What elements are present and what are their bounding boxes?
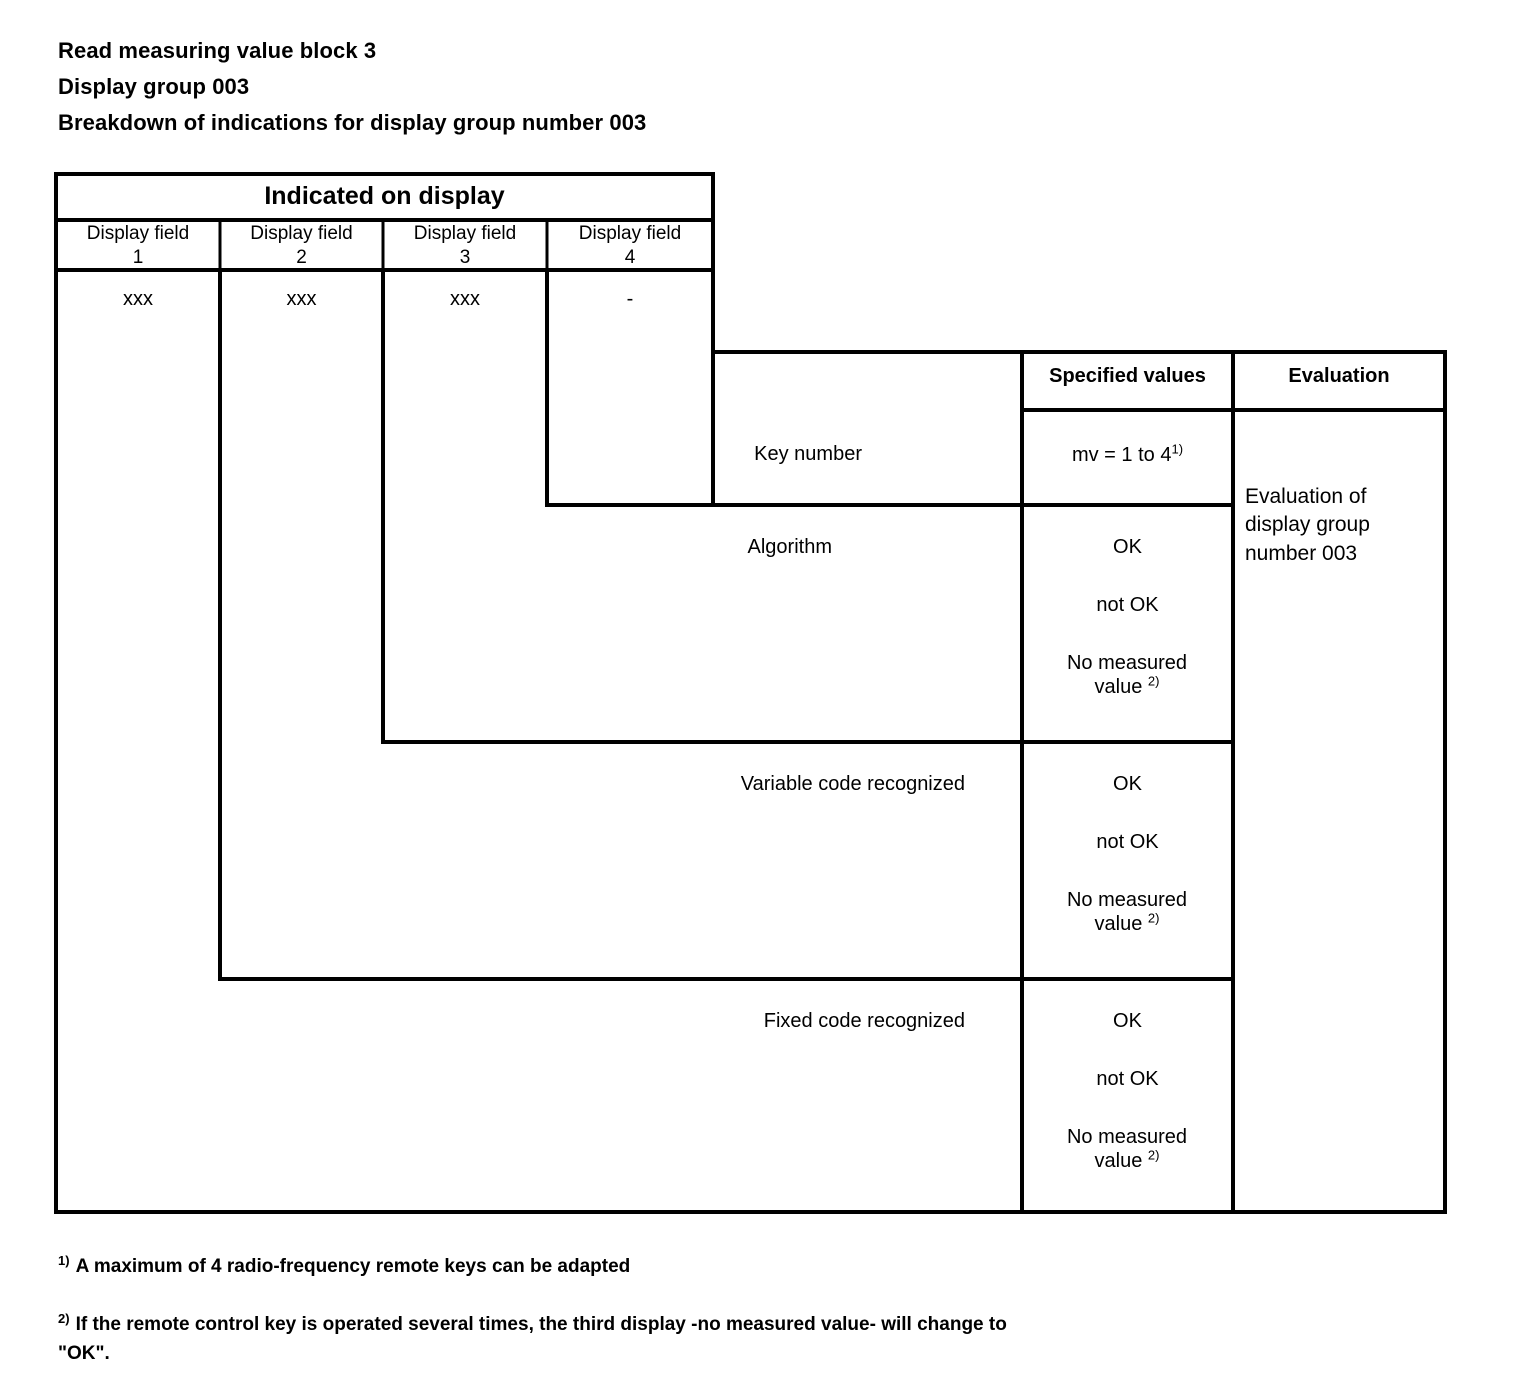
- footnote-ref-1: 1): [1171, 441, 1184, 457]
- value-no-measured-value: No measured value 2): [1066, 652, 1188, 698]
- display-field-2-number: 2: [296, 247, 307, 268]
- display-field-1-number: 1: [132, 247, 144, 268]
- footnote-2: 2)If the remote control key is operated …: [58, 1310, 1058, 1369]
- footnote-1-text: A maximum of 4 radio-frequency remote ke…: [75, 1256, 631, 1277]
- row-label-fixed-code-recognized: Fixed code recognized: [763, 1010, 965, 1032]
- display-field-4-header: Display field 4: [547, 222, 713, 270]
- display-field-1-label: Display field: [86, 223, 190, 245]
- display-field-4-number: 4: [624, 247, 636, 268]
- page-title-line-3: Breakdown of indications for display gro…: [58, 110, 647, 135]
- display-field-4-value: -: [626, 287, 634, 310]
- specified-values-header: Specified values: [1049, 364, 1206, 387]
- display-field-2-value: xxx: [286, 287, 317, 310]
- display-field-3-label: Display field: [413, 223, 517, 245]
- row-label-algorithm: Algorithm: [747, 536, 832, 558]
- row-label-key-number: Key number: [754, 443, 862, 465]
- footnote-1: 1) A maximum of 4 radio-frequency remote …: [58, 1252, 1158, 1281]
- display-field-2-label: Display field: [250, 223, 353, 245]
- display-field-2-header: Display field 2: [220, 222, 383, 270]
- display-field-1-header: Display field 1: [56, 222, 220, 270]
- evaluation-body-text: Evaluation of display group number 003: [1245, 485, 1370, 565]
- specified-values-variable-code: OK not OK No measured value 2): [1022, 772, 1233, 936]
- footnote-2-mark: 2): [58, 1310, 70, 1326]
- footnote-1-mark: 1): [58, 1252, 70, 1268]
- footnote-ref-2: 2): [1147, 1147, 1160, 1163]
- footnote-ref-2: 2): [1147, 673, 1160, 689]
- specified-values-key-number: mv = 1 to 41): [1022, 441, 1233, 467]
- specified-values-algorithm: OK not OK No measured value 2): [1022, 535, 1233, 699]
- value-ok: OK: [1113, 1010, 1142, 1032]
- page-title-line-1: Read measuring value block 3: [58, 38, 377, 63]
- value-not-ok: not OK: [1096, 831, 1159, 853]
- value-no-measured-value: No measured value 2): [1066, 1126, 1188, 1172]
- display-field-4-label: Display field: [578, 223, 682, 245]
- footnote-2-text: If the remote control key is operated se…: [58, 1314, 1007, 1365]
- indicated-on-display-header: Indicated on display: [264, 182, 505, 211]
- value-not-ok: not OK: [1096, 594, 1159, 616]
- page-title-line-2: Display group 003: [58, 74, 250, 99]
- display-field-3-value: xxx: [450, 287, 480, 310]
- evaluation-header: Evaluation: [1288, 364, 1390, 387]
- value-ok: OK: [1113, 773, 1142, 795]
- display-field-3-number: 3: [459, 247, 471, 268]
- display-field-1-value: xxx: [123, 287, 153, 310]
- display-field-3-header: Display field 3: [383, 222, 547, 270]
- value-ok: OK: [1113, 536, 1142, 558]
- footnote-ref-2: 2): [1147, 910, 1160, 926]
- row-label-variable-code-recognized: Variable code recognized: [740, 773, 965, 795]
- value-not-ok: not OK: [1096, 1068, 1159, 1090]
- specified-values-fixed-code: OK not OK No measured value 2): [1022, 1009, 1233, 1173]
- value-no-measured-value: No measured value 2): [1066, 889, 1188, 935]
- value-mv-range: mv = 1 to 41): [1071, 441, 1184, 466]
